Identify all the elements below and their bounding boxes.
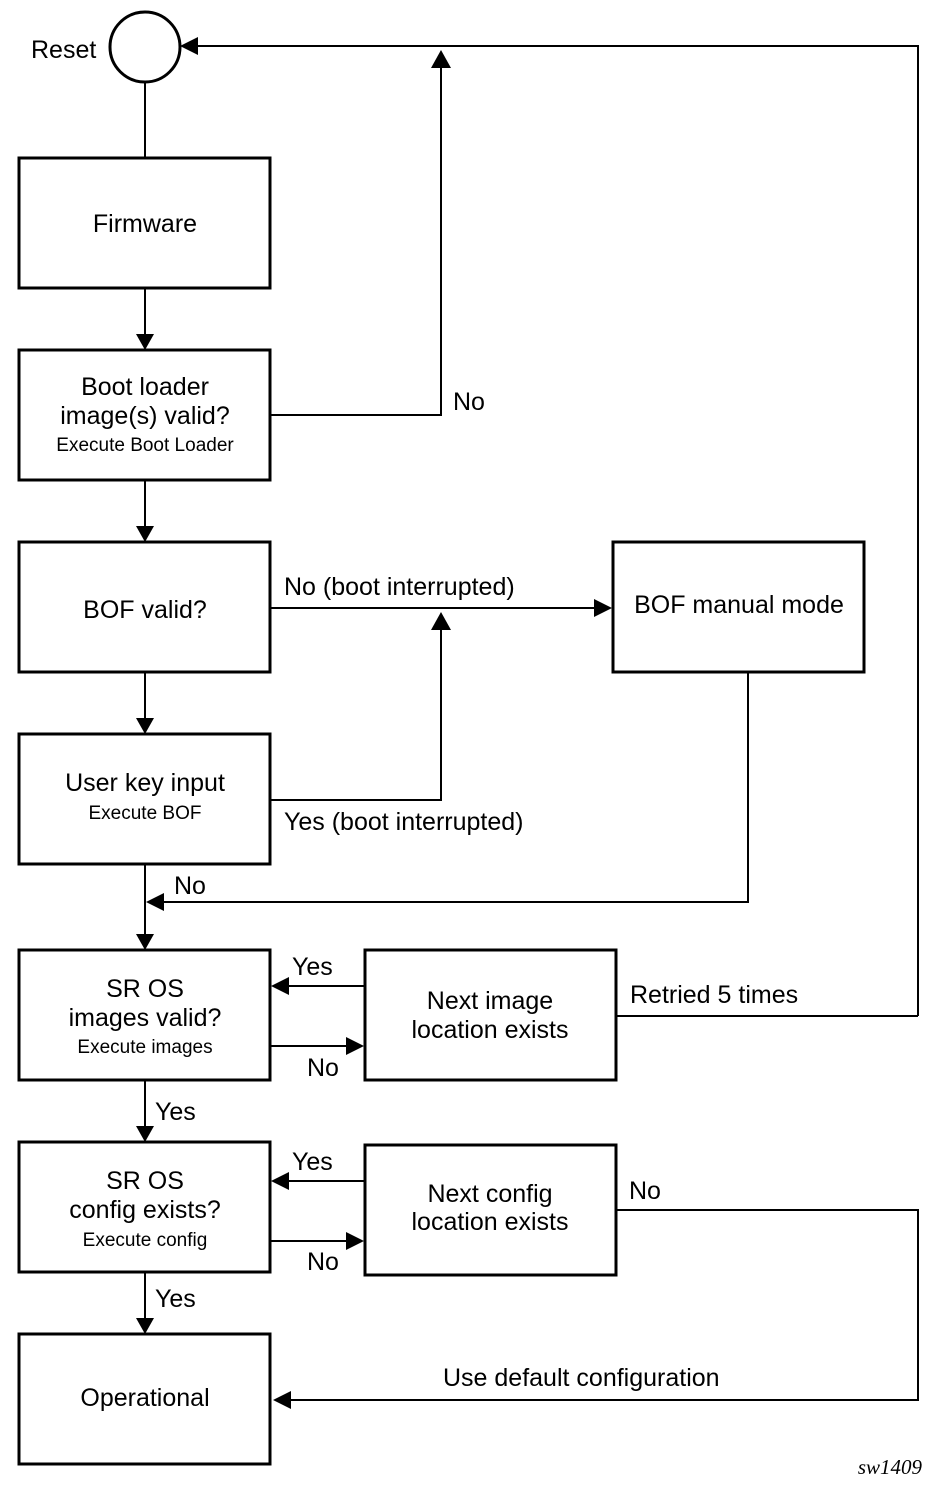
next-config-line1: Next config [427, 1180, 552, 1208]
figure-id: sw1409 [858, 1455, 923, 1479]
arrowhead [136, 718, 154, 734]
firmware-rect [17, 156, 272, 290]
edge-labels: No No (boot interrupted) Yes (boot inter… [155, 388, 798, 1392]
sros-images-box: SR OS images valid? Execute images [17, 948, 272, 1082]
edge-label-images-no: No [307, 1054, 339, 1082]
boot-loader-sub: Execute Boot Loader [56, 435, 234, 456]
operational-label: Operational [80, 1384, 209, 1412]
next-image-rect [363, 948, 618, 1082]
reset-circle [108, 10, 182, 84]
bootloader-no-line [270, 66, 442, 416]
sros-config-sub: Execute config [83, 1230, 208, 1251]
bof-manual-label: BOF manual mode [634, 591, 844, 619]
edge-label-images-yes: Yes [155, 1098, 196, 1126]
arrowhead [594, 599, 612, 617]
boot-loader-line2: image(s) valid? [60, 402, 230, 430]
edge-label-userkey-no: No [174, 872, 206, 900]
reset-return-line [198, 45, 919, 1016]
bof-valid-label: BOF valid? [83, 596, 207, 624]
bofmanual-return-line [162, 672, 749, 903]
edge-label-config-no: No [307, 1248, 339, 1276]
sros-images-sub: Execute images [77, 1037, 212, 1058]
edge-label-config-yes: Yes [155, 1285, 196, 1313]
sros-images-rect [17, 948, 272, 1082]
sros-config-line2: config exists? [69, 1196, 220, 1224]
reset-label: Reset [31, 36, 96, 64]
next-image-line1: Next image [427, 987, 553, 1015]
userkey-yes-line [270, 628, 442, 801]
arrowhead [346, 1037, 364, 1055]
arrowhead [136, 1318, 154, 1334]
arrowhead [136, 334, 154, 350]
connectors [144, 45, 919, 1401]
reset-node: Reset [31, 10, 182, 84]
operational-box: Operational [17, 1332, 272, 1466]
boot-loader-rect [17, 348, 272, 482]
edge-label-default-config: Use default configuration [443, 1364, 720, 1392]
edge-label-userkey-yes: Yes (boot interrupted) [284, 808, 524, 836]
edge-label-bof-no: No (boot interrupted) [284, 573, 515, 601]
arrowhead [271, 977, 289, 995]
bof-manual-box: BOF manual mode [611, 540, 866, 674]
sros-config-box: SR OS config exists? Execute config [17, 1140, 272, 1274]
edge-label-config-yes-return: Yes [292, 1148, 333, 1176]
next-image-line2: location exists [411, 1016, 568, 1044]
arrowhead [271, 1172, 289, 1190]
arrowhead [136, 526, 154, 542]
boot-loader-line1: Boot loader [81, 373, 209, 401]
firmware-label: Firmware [93, 210, 197, 238]
edge-label-nextconfig-no: No [629, 1177, 661, 1205]
next-config-line2: location exists [411, 1208, 568, 1236]
next-config-rect [363, 1143, 618, 1277]
user-key-sub: Execute BOF [89, 803, 202, 824]
boot-loader-box: Boot loader image(s) valid? Execute Boot… [17, 348, 272, 482]
arrowhead [273, 1391, 291, 1409]
arrowhead [431, 612, 451, 630]
next-image-box: Next image location exists [363, 948, 618, 1082]
sros-images-line2: images valid? [69, 1004, 222, 1032]
arrowhead [146, 893, 164, 911]
edge-label-retried: Retried 5 times [630, 981, 798, 1009]
nextconfig-no-line [290, 1209, 919, 1401]
bof-manual-rect [611, 540, 866, 674]
arrowheads [136, 37, 612, 1409]
arrowhead [180, 37, 198, 55]
next-config-box: Next config location exists [363, 1143, 618, 1277]
edge-label-images-yes-return: Yes [292, 953, 333, 981]
sros-config-line1: SR OS [106, 1167, 184, 1195]
firmware-box: Firmware [17, 156, 272, 290]
sros-config-rect [17, 1140, 272, 1274]
edge-label-boot-no: No [453, 388, 485, 416]
operational-rect [17, 1332, 272, 1466]
sros-images-line1: SR OS [106, 975, 184, 1003]
user-key-line1: User key input [65, 769, 225, 797]
arrowhead [136, 934, 154, 950]
bof-valid-box: BOF valid? [17, 540, 272, 674]
arrowhead [431, 50, 451, 68]
arrowhead [136, 1126, 154, 1142]
bof-valid-rect [17, 540, 272, 674]
user-key-rect [17, 732, 272, 866]
user-key-box: User key input Execute BOF [17, 732, 272, 866]
arrowhead [346, 1232, 364, 1250]
